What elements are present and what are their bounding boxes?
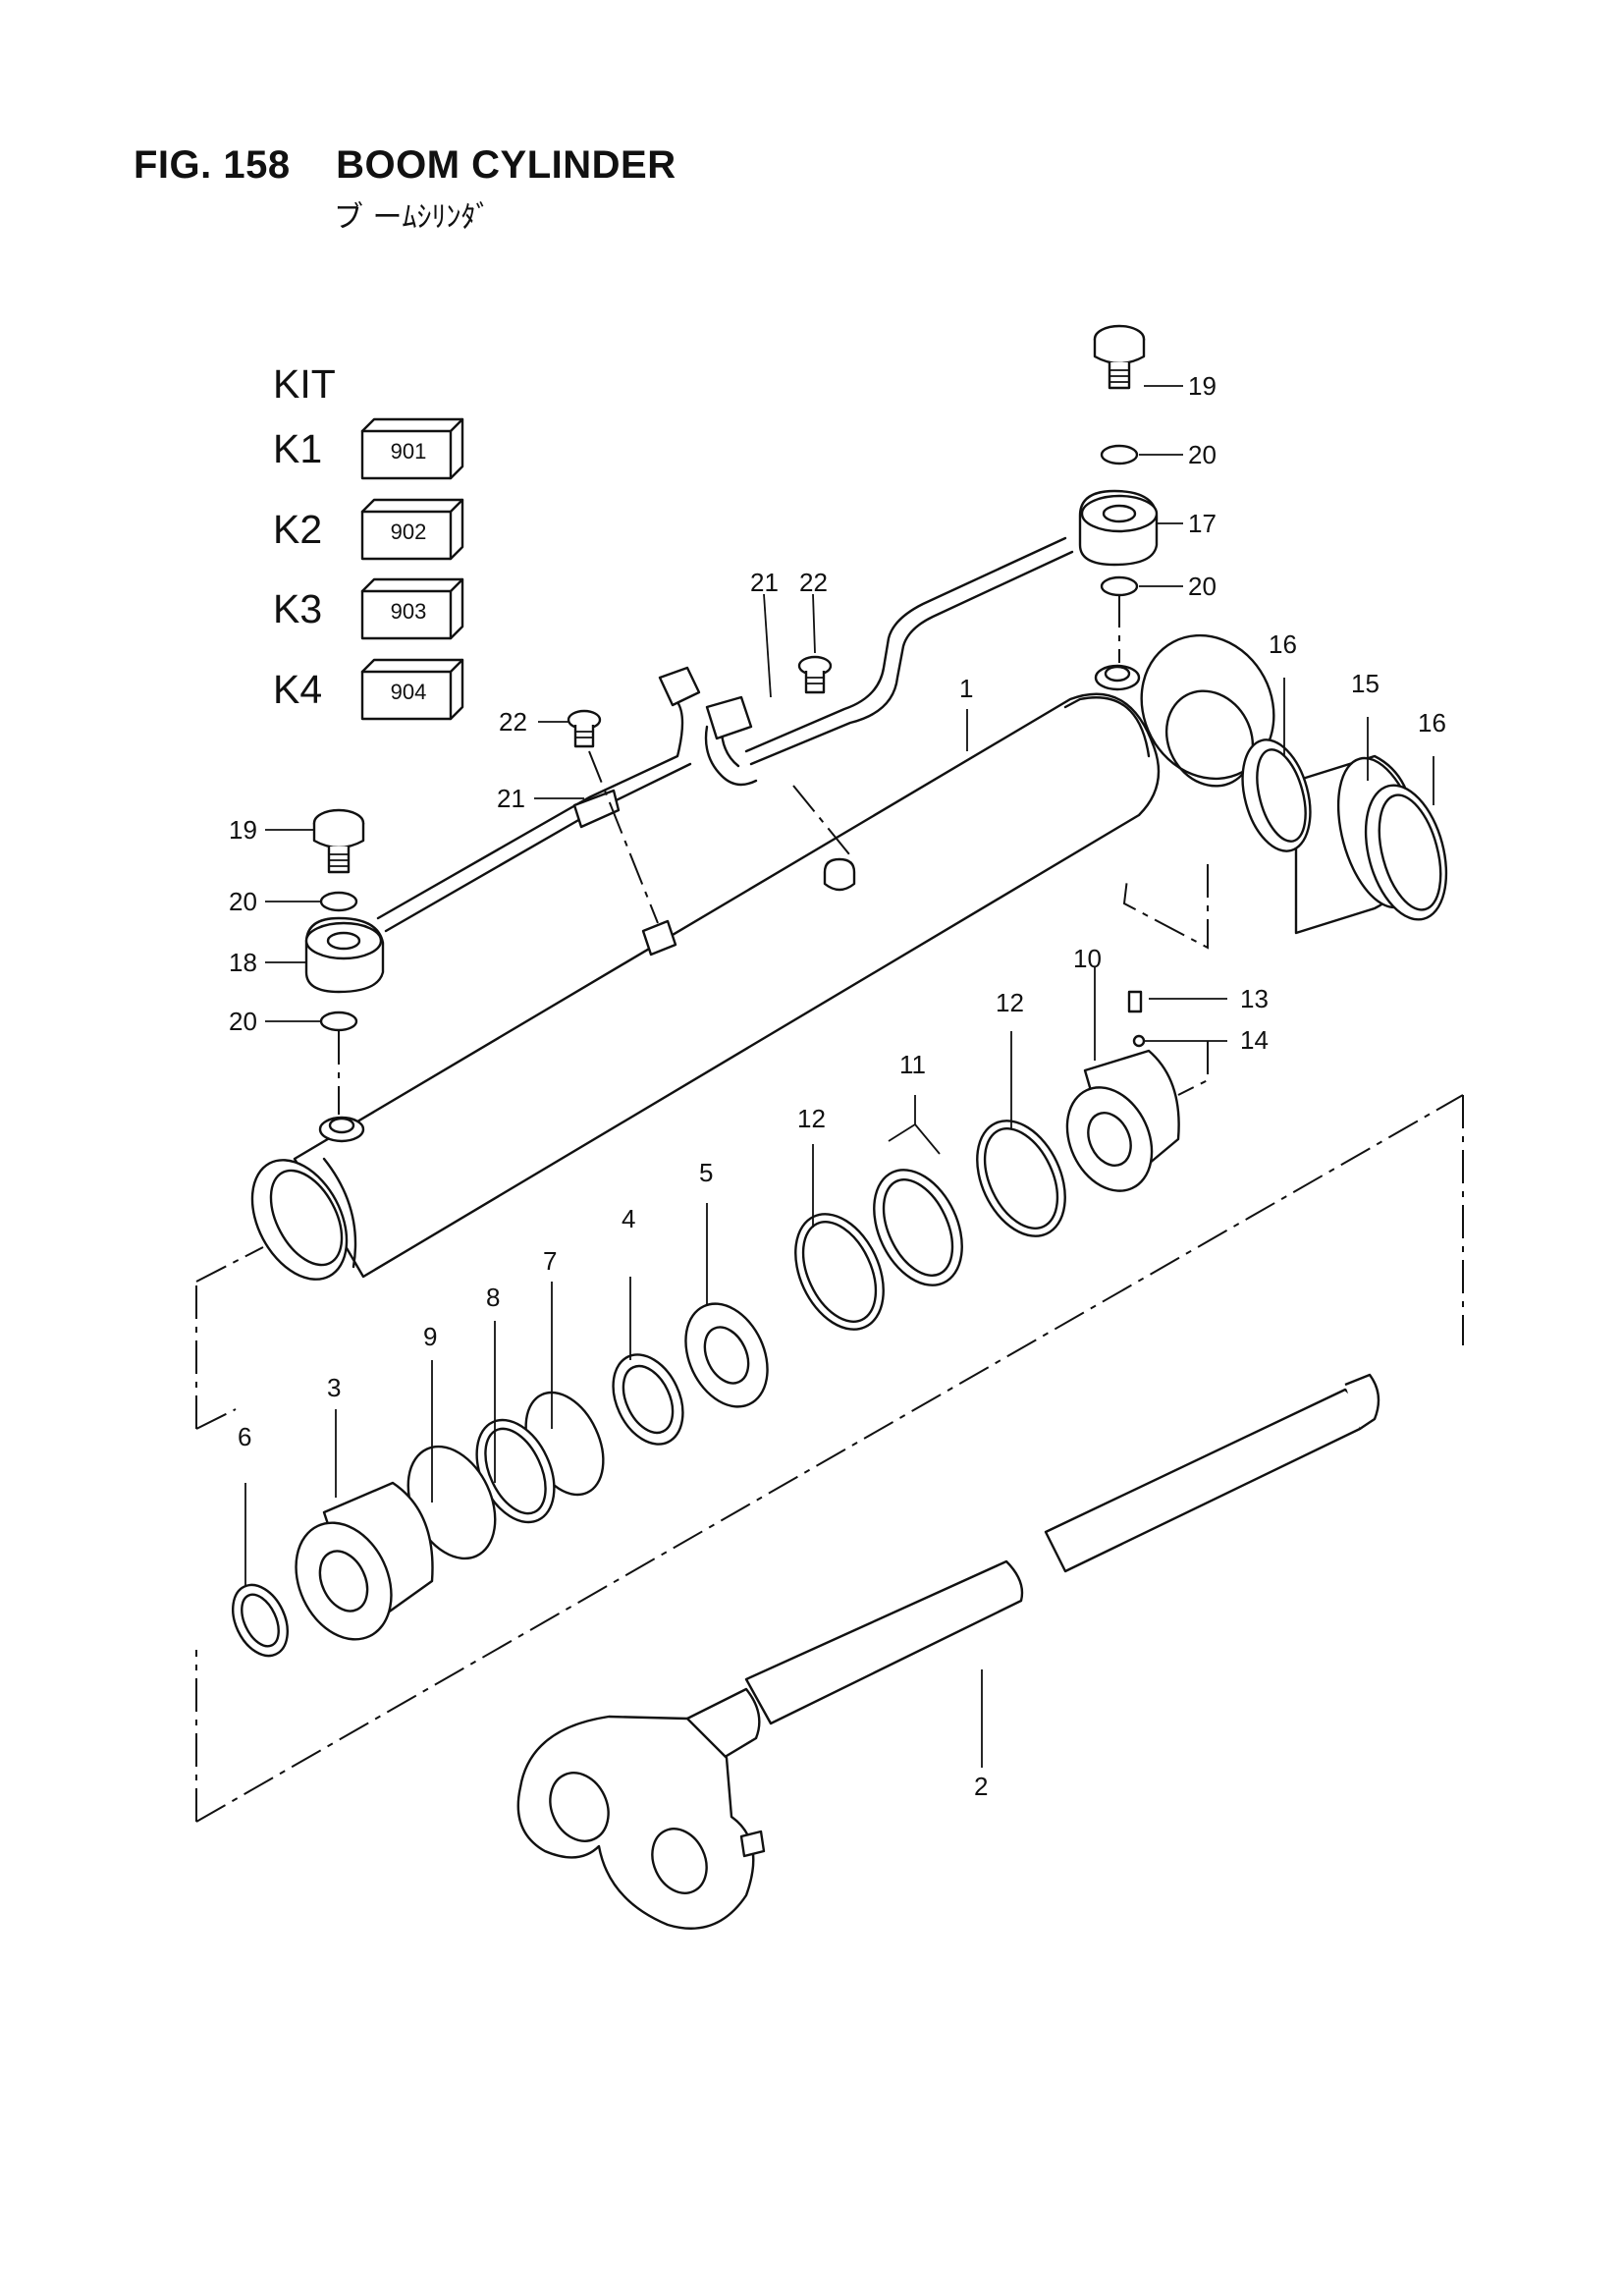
seal-16-right: [1364, 784, 1448, 921]
callout-10: 10: [1073, 944, 1102, 973]
callout-19-right: 19: [1188, 371, 1217, 401]
callout-21-right: 21: [750, 568, 779, 597]
callout-3: 3: [327, 1373, 341, 1402]
callout-16-left: 16: [1269, 629, 1297, 659]
callout-5: 5: [699, 1158, 713, 1187]
figure-title: FIG. 158 BOOM CYLINDER: [134, 143, 676, 187]
kit-k2-label: K2: [273, 507, 323, 552]
callout-17: 17: [1188, 509, 1217, 538]
callout-19-left: 19: [229, 815, 257, 845]
bolt-axis-left: [588, 750, 659, 924]
piston-10: [1065, 1049, 1180, 1192]
callout-20-b: 20: [229, 887, 257, 916]
callout-16-right: 16: [1418, 708, 1446, 738]
callout-14: 14: [1240, 1025, 1269, 1055]
plug-19-right: [1093, 324, 1146, 390]
cylinder-tube: [250, 633, 1275, 1281]
center-line-e: [195, 1246, 264, 1283]
piston-rod-2: [685, 1373, 1380, 1770]
center-line-h: [195, 1408, 237, 1430]
callout-22-right: 22: [799, 568, 828, 597]
callout-15: 15: [1351, 669, 1380, 698]
callout-9: 9: [423, 1322, 437, 1351]
kit-heading: KIT: [273, 361, 336, 407]
callout-1: 1: [959, 674, 973, 703]
piston-seal-11: [873, 1169, 963, 1286]
o-ring-20-b: [319, 1011, 358, 1032]
seal-16-left: [1241, 738, 1312, 852]
callout-20-c: 20: [1188, 572, 1217, 601]
callout-21-left: 21: [497, 784, 525, 813]
center-line-f: [1122, 864, 1209, 950]
cylinder-head-3: [295, 1481, 434, 1641]
kit-box-901: [360, 417, 464, 480]
callout-6: 6: [238, 1422, 251, 1451]
kit-box-904: [360, 658, 464, 721]
callout-12-right: 12: [996, 988, 1024, 1017]
kit-k4-label: K4: [273, 667, 323, 712]
o-ring-20-d: [1100, 575, 1139, 597]
center-line-b: [195, 1094, 1464, 1823]
pipe-fitting-17: [1078, 489, 1159, 567]
kit-k1-label: K1: [273, 426, 323, 471]
pipe-fitting-18: [304, 916, 385, 994]
callout-11: 11: [899, 1050, 926, 1079]
callout-20-d: 20: [229, 1007, 257, 1036]
set-screw-13: [1127, 990, 1143, 1013]
kit-k3-code: 903: [390, 599, 427, 624]
callout-18: 18: [229, 948, 257, 977]
center-line-g: [1177, 1041, 1209, 1096]
wear-ring-12-right: [976, 1120, 1066, 1237]
kit-k1-code: 901: [390, 439, 427, 464]
bolt-axis-right: [792, 785, 850, 855]
figure-subtitle: ブ ーﾑｼﾘﾝﾀﾞ: [334, 200, 491, 235]
bolt-22-left: [567, 709, 602, 748]
kit-box-902: [360, 498, 464, 561]
callout-13: 13: [1240, 984, 1269, 1013]
cushion-ring-5: [684, 1302, 769, 1408]
callout-8: 8: [486, 1283, 500, 1312]
callout-22-left: 22: [499, 707, 527, 737]
kit-box-903: [360, 577, 464, 640]
o-ring-20-a: [319, 891, 358, 912]
rod-eye: [516, 1715, 766, 1930]
leader-lines: [244, 385, 1434, 1768]
callout-4: 4: [622, 1204, 635, 1233]
dust-seal-6: [232, 1583, 289, 1658]
callout-7: 7: [543, 1246, 557, 1276]
callout-12-left: 12: [797, 1104, 826, 1133]
kit-k4-code: 904: [390, 680, 427, 704]
plug-19-left: [312, 808, 365, 874]
spacer-21-left: [641, 919, 677, 957]
pipe-clamp-left: [572, 666, 753, 829]
bushing-4: [612, 1353, 684, 1446]
callout-2: 2: [974, 1772, 988, 1801]
kit-k2-code: 902: [390, 519, 427, 544]
bolt-22-right: [797, 655, 833, 694]
kit-k3-label: K3: [273, 586, 323, 631]
spacer-21-right: [823, 857, 856, 892]
callout-20-a: 20: [1188, 440, 1217, 469]
steel-ball-14: [1132, 1034, 1146, 1048]
o-ring-20-c: [1100, 444, 1139, 465]
